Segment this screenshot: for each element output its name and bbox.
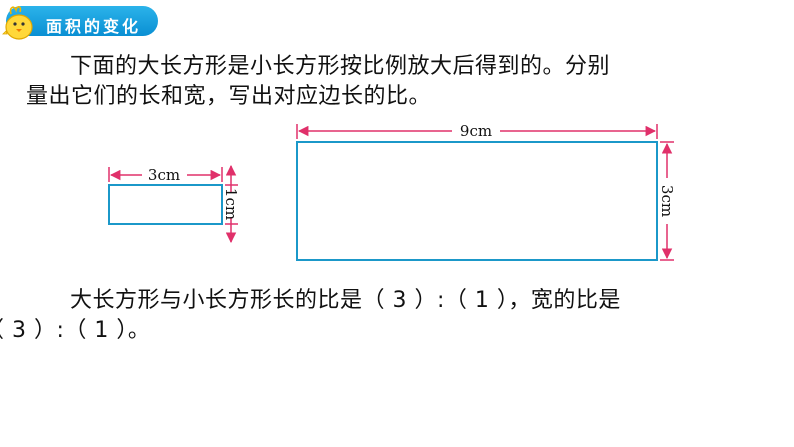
large-width-label: 3cm [658, 185, 676, 217]
large-rectangle [296, 141, 658, 261]
small-width-label: 1cm [222, 188, 240, 220]
large-length-label: 9cm [460, 122, 492, 140]
intro-line-2: 量出它们的长和宽，写出对应边长的比。 [26, 84, 432, 109]
small-rectangle [108, 184, 223, 225]
small-length-label: 3cm [148, 166, 180, 184]
answer-line-2: （ 3 ）:（ 1 ）。 [0, 318, 151, 343]
answer-paragraph: 大长方形与小长方形长的比是（ 3 ）:（ 1 ），宽的比是 （ 3 ）:（ 1 … [0, 286, 746, 346]
chick-icon [2, 6, 33, 40]
intro-paragraph: 下面的大长方形是小长方形按比例放大后得到的。分别 量出它们的长和宽，写出对应边长… [26, 52, 746, 112]
lesson-title: 面积的变化 [46, 17, 142, 36]
answer-line-1: 大长方形与小长方形长的比是（ 3 ）:（ 1 ），宽的比是 [70, 288, 621, 313]
intro-line-1: 下面的大长方形是小长方形按比例放大后得到的。分别 [70, 54, 611, 79]
